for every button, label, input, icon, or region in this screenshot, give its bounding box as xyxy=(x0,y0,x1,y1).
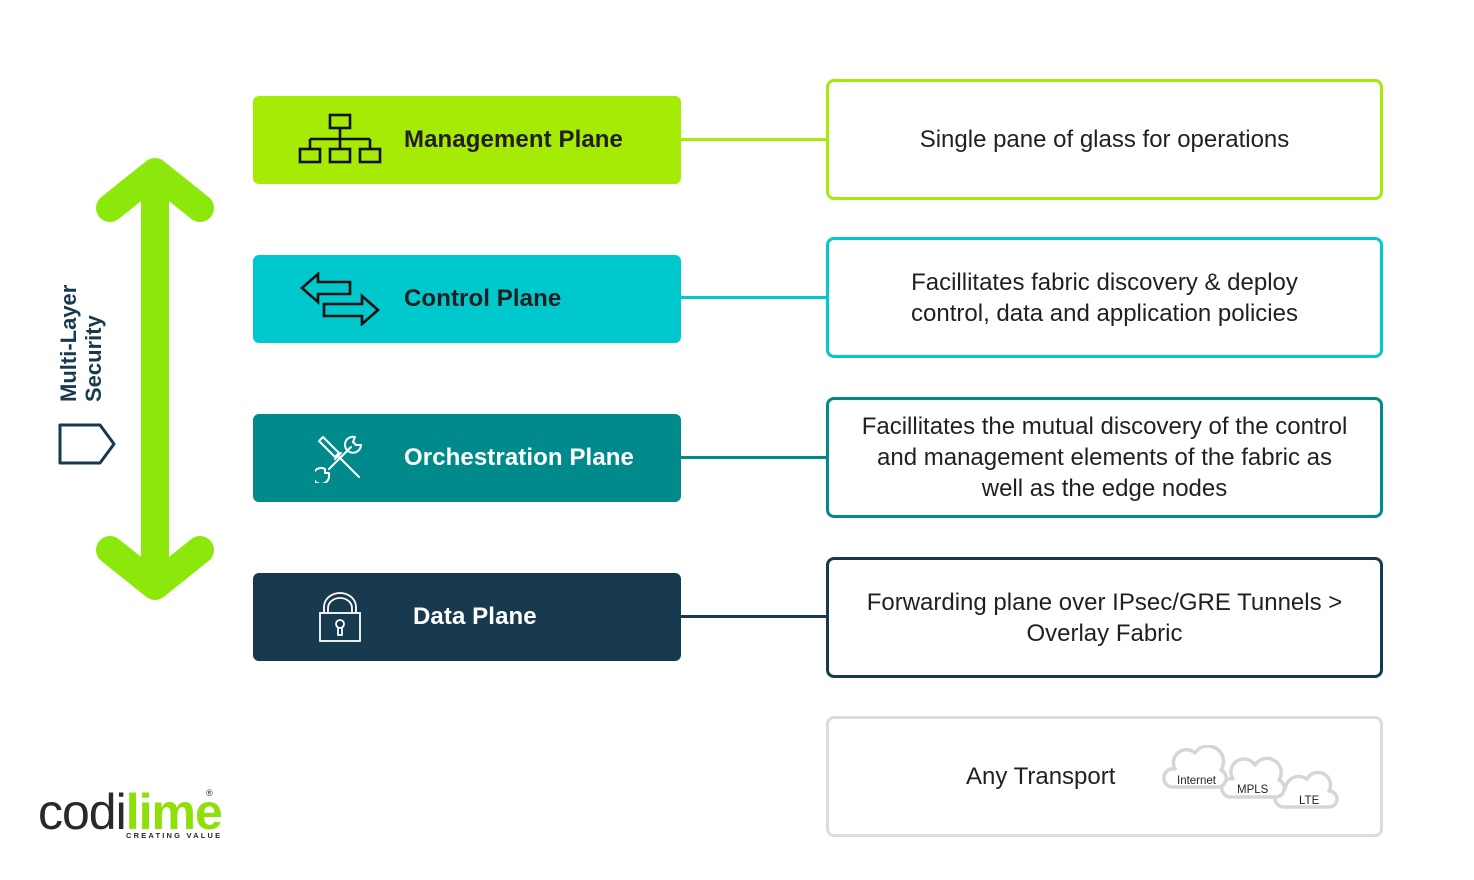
exchange-arrows-icon xyxy=(297,269,383,329)
padlock-icon xyxy=(297,587,383,647)
control-description: Facillitates fabric discovery & deploy c… xyxy=(911,268,1298,327)
cloud-label-internet: Internet xyxy=(1177,775,1216,787)
cloud-icon-internet xyxy=(1162,745,1228,789)
registered-mark: ® xyxy=(206,788,213,798)
cloud-label-lte: LTE xyxy=(1299,795,1320,807)
management-connector xyxy=(681,138,827,141)
security-label: Multi-Layer Security xyxy=(56,285,106,402)
control-connector xyxy=(681,296,827,299)
management-description: Single pane of glass for operations xyxy=(919,126,1290,153)
cloud-label-mpls: MPLS xyxy=(1237,784,1269,796)
logo-tagline: CREATING VALUE xyxy=(126,831,223,840)
logo-part-lime: lime xyxy=(125,784,223,840)
hierarchy-icon xyxy=(297,110,383,170)
orchestration-description-box: Facillitates the mutual discovery of the… xyxy=(826,397,1383,518)
data-connector xyxy=(681,615,827,618)
tools-icon xyxy=(297,428,383,488)
orchestration-description: Facillitates the mutual discovery of the… xyxy=(861,413,1348,502)
data-plane-box: Data Plane xyxy=(253,573,681,661)
data-description-box: Forwarding plane over IPsec/GRE Tunnels … xyxy=(826,557,1383,678)
control-description-box: Facillitates fabric discovery & deploy c… xyxy=(826,237,1383,358)
security-label-line1: Multi-Layer xyxy=(56,284,81,402)
management-plane-label: Management Plane xyxy=(404,126,623,153)
logo-part-codi: codi xyxy=(38,784,127,840)
codilime-logo: codilime ® CREATING VALUE xyxy=(38,784,223,845)
double-headed-arrow-icon xyxy=(96,158,214,600)
control-plane-box: Control Plane xyxy=(253,255,681,343)
security-label-line2: Security xyxy=(81,315,106,402)
orchestration-connector xyxy=(681,456,827,459)
transport-box: Any Transport Internet MPLS LTE xyxy=(826,716,1383,837)
transport-clouds: Internet MPLS LTE xyxy=(1161,745,1341,815)
orchestration-plane-box: Orchestration Plane xyxy=(253,414,681,502)
data-description: Forwarding plane over IPsec/GRE Tunnels … xyxy=(866,588,1343,647)
shield-icon xyxy=(58,423,116,465)
control-plane-label: Control Plane xyxy=(404,285,562,312)
transport-label: Any Transport xyxy=(966,763,1116,790)
management-description-box: Single pane of glass for operations xyxy=(826,79,1383,200)
management-plane-box: Management Plane xyxy=(253,96,681,184)
data-plane-label: Data Plane xyxy=(413,603,537,630)
orchestration-plane-label: Orchestration Plane xyxy=(404,444,634,471)
